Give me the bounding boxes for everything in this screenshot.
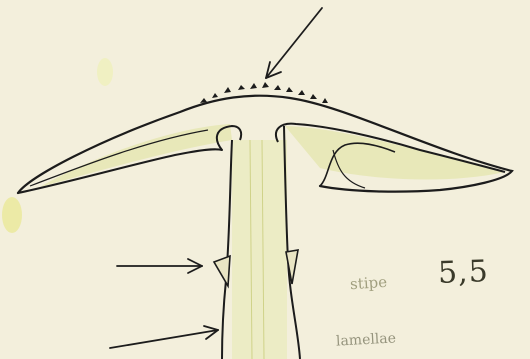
measurement-note: 5,5 [437,254,489,291]
paper-stain-top [97,58,113,86]
faint-label: stipe [349,273,387,294]
stipe-tint [232,140,287,359]
bottom-label: lamellae [336,330,397,349]
paper-stain-left [2,197,22,233]
